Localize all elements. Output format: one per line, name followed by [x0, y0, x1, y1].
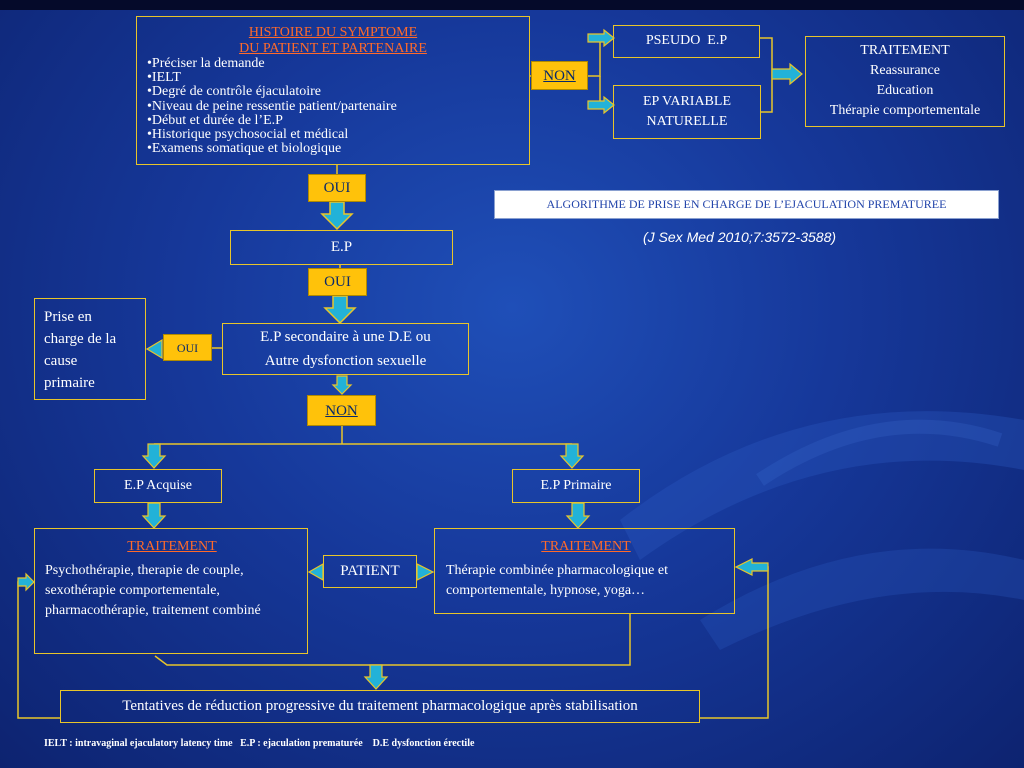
oui-label-left: OUI — [163, 334, 212, 361]
traitement-right-box: TRAITEMENT Thérapie combinée pharmacolog… — [434, 528, 735, 614]
algorithm-title: ALGORITHME DE PRISE EN CHARGE DE L’EJACU… — [494, 190, 999, 219]
ep-box: E.P — [230, 230, 453, 265]
tentatives-box: Tentatives de réduction progressive du t… — [60, 690, 700, 723]
history-item: Préciser la demande — [147, 56, 529, 71]
arrow-patient-to-left — [307, 562, 324, 582]
ep-primaire-box: E.P Primaire — [512, 469, 640, 503]
non-top-label: NON — [531, 61, 588, 90]
traitement-left-box: TRAITEMENT Psychothérapie, therapie de c… — [34, 528, 308, 654]
arrow-to-prise-en-charge — [145, 338, 163, 360]
traitement-left-title: TRAITEMENT — [127, 539, 217, 554]
arrow-to-primaire — [559, 443, 585, 469]
history-item: Historique psychosocial et médical — [147, 127, 529, 142]
prise-en-charge-line: primaire — [44, 375, 95, 391]
history-title-line1: HISTOIRE DU SYMPTOME — [248, 25, 418, 40]
traitement-right-title: TRAITEMENT — [541, 539, 631, 554]
non-mid-label: NON — [307, 395, 376, 426]
history-item: Début et durée de l’E.P — [147, 113, 529, 128]
arrow-to-tentatives — [363, 664, 389, 690]
history-item: Degré de contrôle éjaculatoire — [147, 85, 529, 99]
reference-citation: (J Sex Med 2010;7:3572-3588) — [643, 229, 837, 245]
traitement-top-line: Education — [876, 83, 934, 98]
history-item: Niveau de peine ressentie patient/parten… — [147, 99, 529, 114]
prise-en-charge-line: Prise en — [44, 309, 92, 325]
traitement-top-line: Reassurance — [870, 63, 940, 78]
arrow-secondaire-to-non — [331, 375, 353, 395]
arrow-patient-to-right — [416, 563, 435, 581]
top-strip — [0, 0, 1024, 10]
history-title-line2: DU PATIENT ET PARTENAIRE — [239, 41, 427, 56]
ep-variable-box: EP VARIABLE NATURELLE — [613, 85, 761, 139]
arrow-oui-to-secondaire — [323, 295, 357, 325]
arrow-to-acquise — [141, 443, 167, 469]
history-list: Préciser la demande IELT Degré de contrô… — [147, 56, 529, 156]
ep-variable-line2: NATURELLE — [646, 114, 728, 129]
traitement-left-text: Psychothérapie, therapie de couple, sexo… — [45, 563, 261, 618]
oui-label-2: OUI — [308, 268, 367, 296]
traitement-top-title: TRAITEMENT — [860, 43, 950, 58]
arrow-primaire-to-traitement — [565, 502, 591, 529]
footnote: IELT : intravaginal ejaculatory latency … — [44, 738, 475, 749]
pseudo-ep-box: PSEUDO E.P — [613, 25, 760, 58]
arrow-acquise-to-traitement — [141, 502, 167, 529]
ep-acquise-box: E.P Acquise — [94, 469, 222, 503]
prise-en-charge-line: cause — [44, 353, 78, 369]
arrow-loop-left — [17, 572, 35, 592]
prise-en-charge-line: charge de la — [44, 331, 117, 347]
arrow-to-variable — [587, 95, 615, 115]
history-item: IELT — [147, 71, 529, 85]
arrow-to-traitement-top — [771, 62, 803, 86]
traitement-right-text: Thérapie combinée pharmacologique et com… — [446, 563, 668, 598]
ep-secondaire-line1: E.P secondaire à une D.E ou — [260, 329, 431, 345]
history-box: HISTOIRE DU SYMPTOME DU PATIENT ET PARTE… — [136, 16, 530, 165]
ep-variable-line1: EP VARIABLE — [642, 94, 732, 109]
arrow-to-pseudo — [587, 28, 615, 48]
ep-secondaire-box: E.P secondaire à une D.E ou Autre dysfon… — [222, 323, 469, 375]
history-item: Examens somatique et biologique — [147, 142, 529, 156]
arrow-loop-right — [734, 558, 769, 576]
traitement-top-line: Thérapie comportementale — [829, 103, 981, 118]
prise-en-charge-box: Prise en charge de la cause primaire — [34, 298, 146, 400]
traitement-top-box: TRAITEMENT Reassurance Education Thérapi… — [805, 36, 1005, 127]
ep-secondaire-line2: Autre dysfonction sexuelle — [264, 353, 427, 369]
oui-label-1: OUI — [308, 174, 366, 202]
patient-box: PATIENT — [323, 555, 417, 588]
arrow-oui-to-ep — [320, 201, 354, 231]
